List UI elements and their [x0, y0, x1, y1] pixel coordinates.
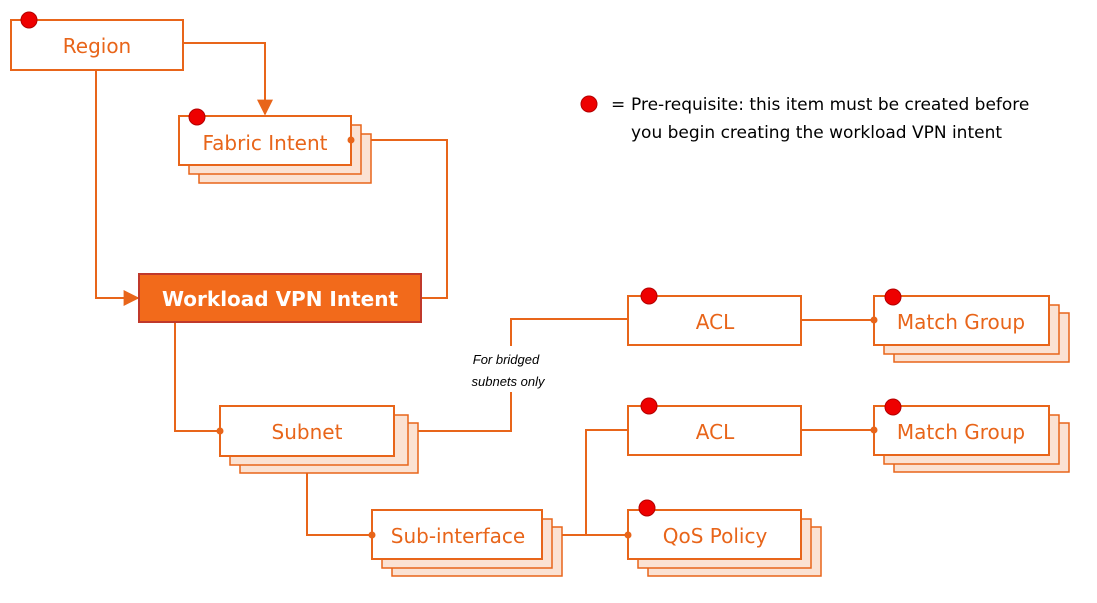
region-label: Region	[63, 34, 131, 58]
node-workload-vpn-intent[interactable]: Workload VPN Intent	[138, 273, 422, 323]
node-acl-bottom[interactable]: ACL	[627, 397, 802, 456]
note-line-1: For bridged	[473, 352, 540, 367]
connector-region-to-workload	[95, 70, 140, 306]
legend-line-2: you begin creating the workload VPN inte…	[631, 123, 1002, 143]
workload-vpn-intent-label: Workload VPN Intent	[162, 287, 399, 311]
node-fabric-intent[interactable]: Fabric Intent	[178, 108, 372, 184]
region-box	[10, 19, 184, 71]
node-match-group-bottom[interactable]: Match Group	[870, 398, 1070, 473]
match-group-top-label: Match Group	[897, 310, 1025, 334]
subnet-box	[219, 405, 395, 457]
legend: = Pre-requisite: this item must be creat…	[580, 95, 1029, 143]
fabric-intent-label: Fabric Intent	[203, 131, 328, 155]
connector-workload-to-subnet	[174, 323, 220, 432]
node-region[interactable]: Region	[10, 11, 184, 71]
prerequisite-dot	[884, 398, 902, 416]
connector-dot	[870, 316, 878, 324]
connector-dot	[624, 531, 632, 539]
qos-policy-label: QoS Policy	[663, 524, 768, 548]
fabric-box	[178, 115, 352, 166]
prerequisite-dot	[640, 287, 658, 305]
connector-dot	[368, 531, 376, 539]
note-line-2: subnets only	[472, 374, 546, 389]
acl-top-label: ACL	[696, 310, 735, 334]
acl-top-box	[627, 295, 802, 346]
connector-subnet-to-subif	[306, 457, 372, 536]
prerequisite-dot	[188, 108, 206, 126]
match-bottom-box	[873, 405, 1050, 456]
prerequisite-dot	[638, 499, 656, 517]
match-top-box	[873, 295, 1050, 346]
sub-interface-label: Sub-interface	[391, 524, 525, 548]
legend-equals: =	[611, 95, 625, 115]
connector-fabric-to-workload	[351, 139, 448, 299]
subnet-label: Subnet	[272, 420, 343, 444]
prerequisite-dot	[640, 397, 658, 415]
prerequisite-dot	[20, 11, 38, 29]
qos-box	[627, 509, 802, 560]
connector-subif-to-acl-bottom	[585, 429, 628, 535]
node-sub-interface[interactable]: Sub-interface	[368, 509, 563, 577]
node-acl-top[interactable]: ACL	[627, 287, 802, 346]
connector-dot	[216, 427, 224, 435]
legend-dot	[580, 95, 598, 113]
acl-bottom-box	[627, 405, 802, 456]
node-match-group-top[interactable]: Match Group	[870, 288, 1070, 363]
node-qos-policy[interactable]: QoS Policy	[624, 499, 822, 577]
workload-box	[138, 273, 422, 323]
connector-dot	[870, 426, 878, 434]
match-group-bottom-label: Match Group	[897, 420, 1025, 444]
subif-box	[371, 509, 543, 560]
acl-bottom-label: ACL	[696, 420, 735, 444]
connector-dot	[347, 136, 355, 144]
note-background	[452, 346, 572, 392]
prerequisite-dot	[884, 288, 902, 306]
node-subnet[interactable]: Subnet	[216, 405, 419, 474]
connector-region-to-fabric	[183, 42, 273, 116]
legend-line-1: Pre-requisite: this item must be created…	[631, 95, 1029, 115]
